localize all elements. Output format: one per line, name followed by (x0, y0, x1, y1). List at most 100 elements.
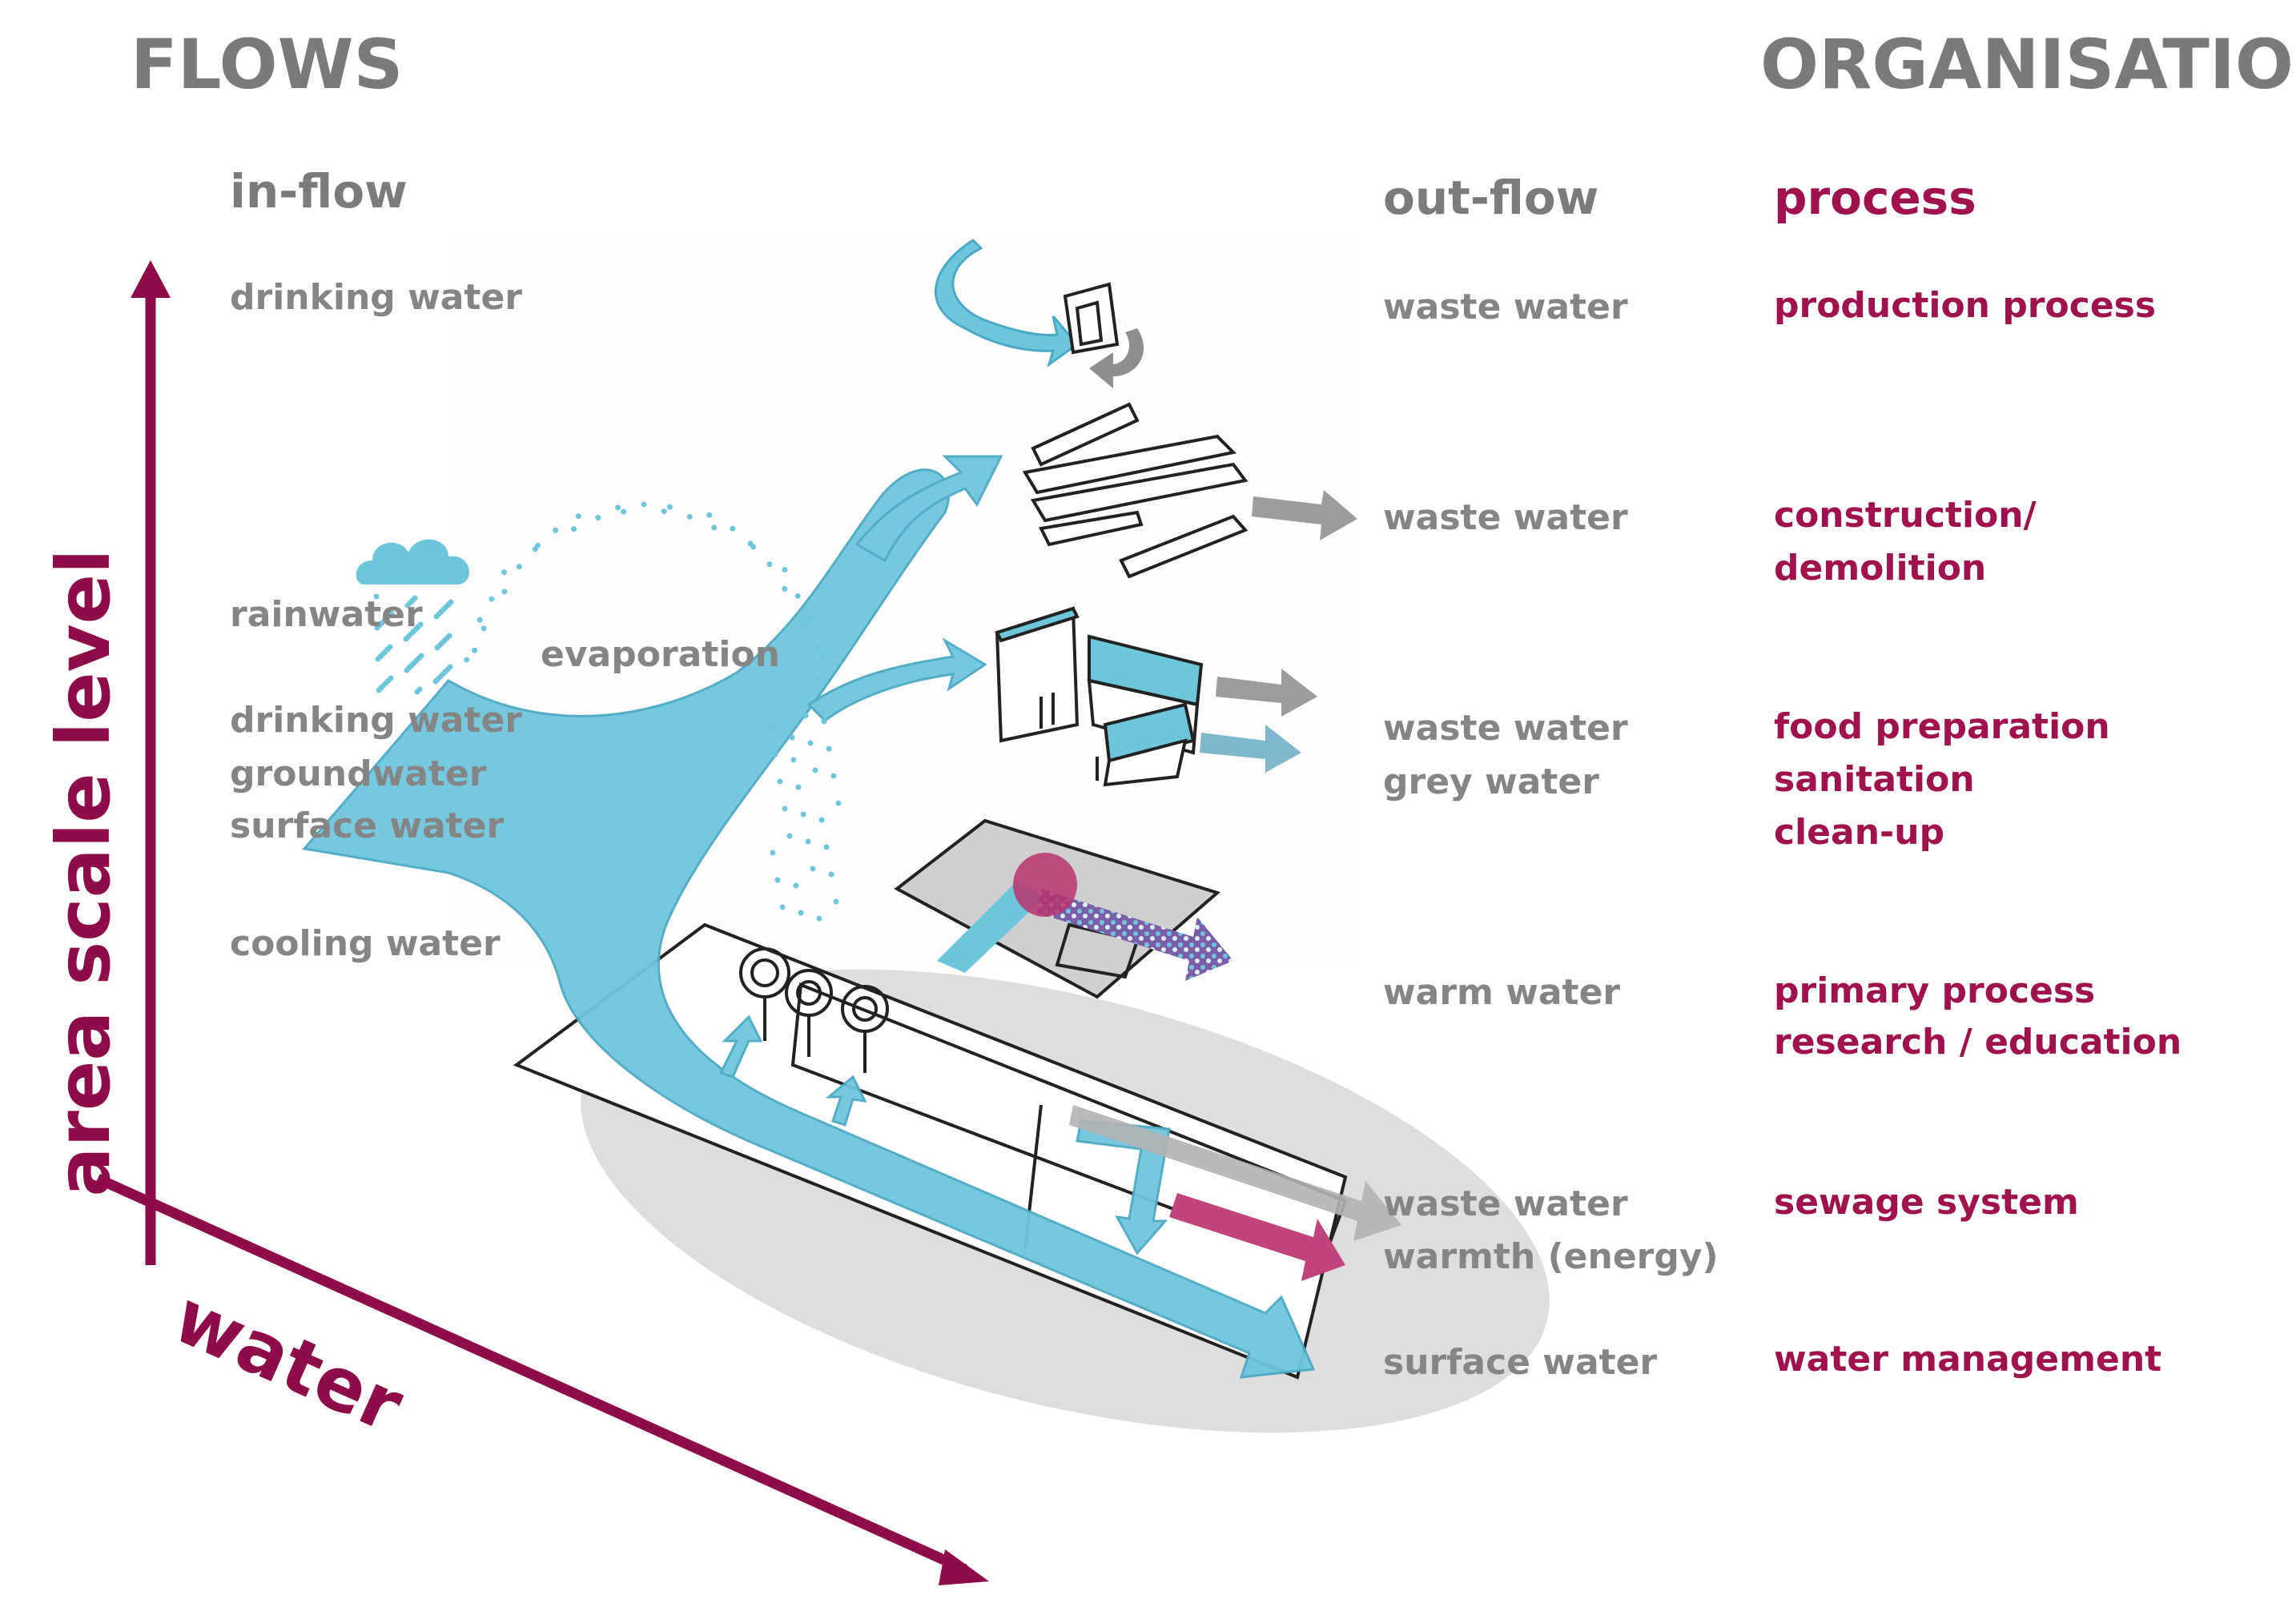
outflow-heading: out-flow (1383, 171, 1599, 225)
evaporation-drop (805, 838, 811, 845)
inflow-label: surface water (230, 806, 505, 846)
process-label: demolition (1774, 548, 1987, 589)
evaporation-drop (772, 751, 778, 757)
grey-arrow-sewage (1069, 1105, 1401, 1241)
evaporation-drop (553, 527, 559, 533)
evaporation-drop (501, 589, 508, 595)
outflow-label: surface water (1383, 1342, 1658, 1383)
evaporation-drop (793, 882, 799, 889)
evaporation-drop (803, 622, 810, 629)
evaporation-drop (750, 544, 757, 550)
evaporation-drop (535, 542, 541, 548)
inflow-label: drinking water (230, 277, 522, 318)
evaporation-label: evaporation (541, 634, 780, 675)
evaporation-drop (730, 525, 736, 532)
grey-arrow-slabs (1252, 490, 1357, 540)
evaporation-drop (766, 561, 773, 568)
evaporation-drop (821, 718, 827, 725)
evaporation-drop (790, 757, 797, 763)
evaporation-drop (810, 866, 816, 872)
rain-drop (388, 675, 394, 681)
rain-dots (373, 593, 454, 695)
heat-source (1013, 853, 1077, 917)
evaporation-drop (782, 585, 788, 592)
evaporation-drop (812, 644, 818, 650)
evaporation-drop (661, 508, 667, 515)
evaporation-drop (807, 740, 814, 746)
evaporation-drop (802, 713, 809, 719)
evaporation-drop (767, 724, 774, 730)
cloud-icon (356, 539, 470, 585)
outflow-label: waste water (1383, 1183, 1628, 1224)
evaporation-drop (706, 512, 713, 518)
outflow-label: waste water (1383, 497, 1628, 538)
evaporation-dots (464, 501, 842, 922)
evaporation-drop (782, 566, 788, 572)
process-heading: process (1774, 171, 1976, 225)
rain-drop (447, 664, 453, 670)
rain-drop (416, 686, 423, 693)
rain-drop (417, 621, 424, 628)
evaporation-drop (823, 844, 830, 850)
process-label: clean-up (1774, 812, 1945, 853)
blue-flow-lab (937, 881, 1045, 973)
production-cycle (935, 239, 1144, 388)
rain-drop (446, 633, 452, 639)
evaporation-drop (789, 734, 795, 741)
trees (739, 947, 889, 1073)
evaporation-drop (828, 871, 834, 878)
evaporation-drop (795, 784, 802, 790)
evaporation-drop (782, 806, 788, 812)
rain-drop (412, 595, 418, 601)
evaporation-drop (766, 701, 772, 708)
evaporation-drop (833, 898, 839, 905)
evaporation-drop (798, 910, 804, 916)
evaporation-drop (821, 653, 827, 660)
flows-header: FLOWS (131, 25, 404, 105)
process-label: primary process (1774, 970, 2096, 1011)
evaporation-drop (818, 817, 825, 823)
evaporation-drop (476, 617, 483, 623)
evaporation-drop (666, 504, 673, 510)
outflow-label: waste water (1383, 287, 1628, 327)
warm-water-arrow (1037, 889, 1233, 981)
evaporation-drop (777, 778, 783, 785)
evaporation-drop (615, 504, 621, 511)
evaporation-drop (571, 526, 577, 532)
axes (95, 260, 989, 1585)
inflow-label: drinking water (230, 700, 522, 741)
outflow-label: warmth (energy) (1383, 1236, 1719, 1277)
inflow-label: cooling water (230, 923, 501, 964)
evaporation-drop (516, 564, 522, 570)
evaporation-drop (711, 524, 718, 531)
process-label: production process (1774, 285, 2157, 326)
evaporation-drop (621, 508, 627, 515)
evaporation-drop (779, 904, 786, 910)
rain-drop (418, 653, 424, 659)
organisation-header: ORGANISATION (1760, 25, 2296, 105)
rain-drop (373, 593, 380, 600)
grey-arrow-building (1216, 669, 1317, 717)
evaporation-drop (794, 593, 801, 599)
evaporation-drop (464, 657, 470, 663)
evaporation-drop (826, 745, 832, 752)
evaporation-drop (774, 877, 781, 883)
inflow-label: groundwater (230, 753, 487, 794)
evaporation-drop (830, 773, 837, 779)
outflow-label: warm water (1383, 972, 1621, 1013)
evaporation-drop (686, 513, 693, 520)
evaporation-drop (489, 596, 495, 602)
evaporation-drop (816, 915, 822, 922)
evaporation-drop (813, 676, 819, 682)
evaporation-drop (806, 613, 813, 620)
water-flow (302, 455, 1316, 1379)
evaporation-drop (501, 569, 507, 576)
evaporation-drop (812, 767, 818, 773)
process-label: water management (1774, 1339, 2162, 1380)
blue-arrow-building (1200, 725, 1301, 773)
process-label: research / education (1774, 1022, 2182, 1063)
building (995, 606, 1204, 787)
rain-drop (387, 644, 393, 650)
inflow-label: rainwater (230, 594, 423, 635)
